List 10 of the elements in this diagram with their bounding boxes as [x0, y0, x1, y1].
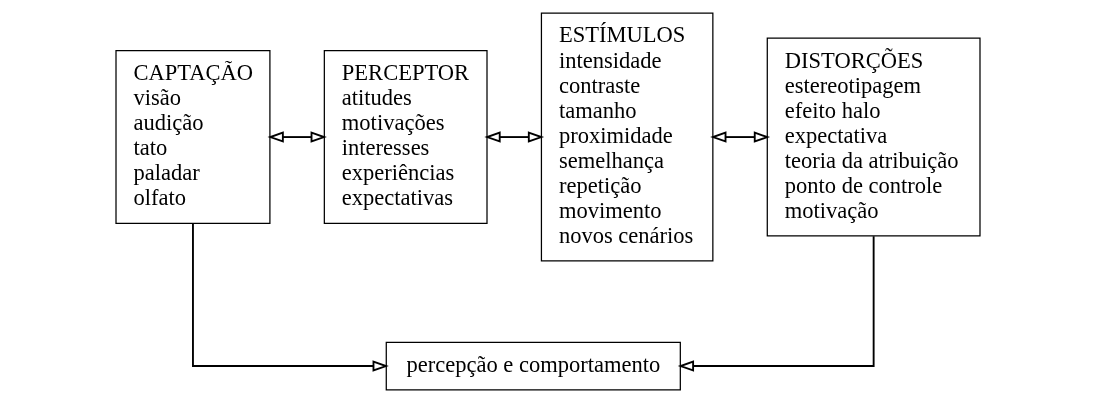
node-box: percepção e comportamento [385, 341, 681, 391]
arrow [192, 222, 389, 372]
arrow [267, 131, 327, 143]
arrow [710, 131, 771, 143]
arrow [484, 131, 545, 143]
arrow [677, 235, 875, 372]
node-box: DISTORÇÕES estereotipagem efeito halo expectativa teoria da atribuição ponto de controle motivação [766, 37, 981, 237]
node-box: PERCEPTOR atitudes motivações interesses experiências expectativas [323, 50, 488, 225]
node-box: CAPTAÇÃO visão audição tato paladar olfato [115, 50, 271, 225]
node-box: ESTÍMULOS intensidade contraste tamanho proximidade semelhança repetição movimento novos cenários [540, 12, 714, 262]
